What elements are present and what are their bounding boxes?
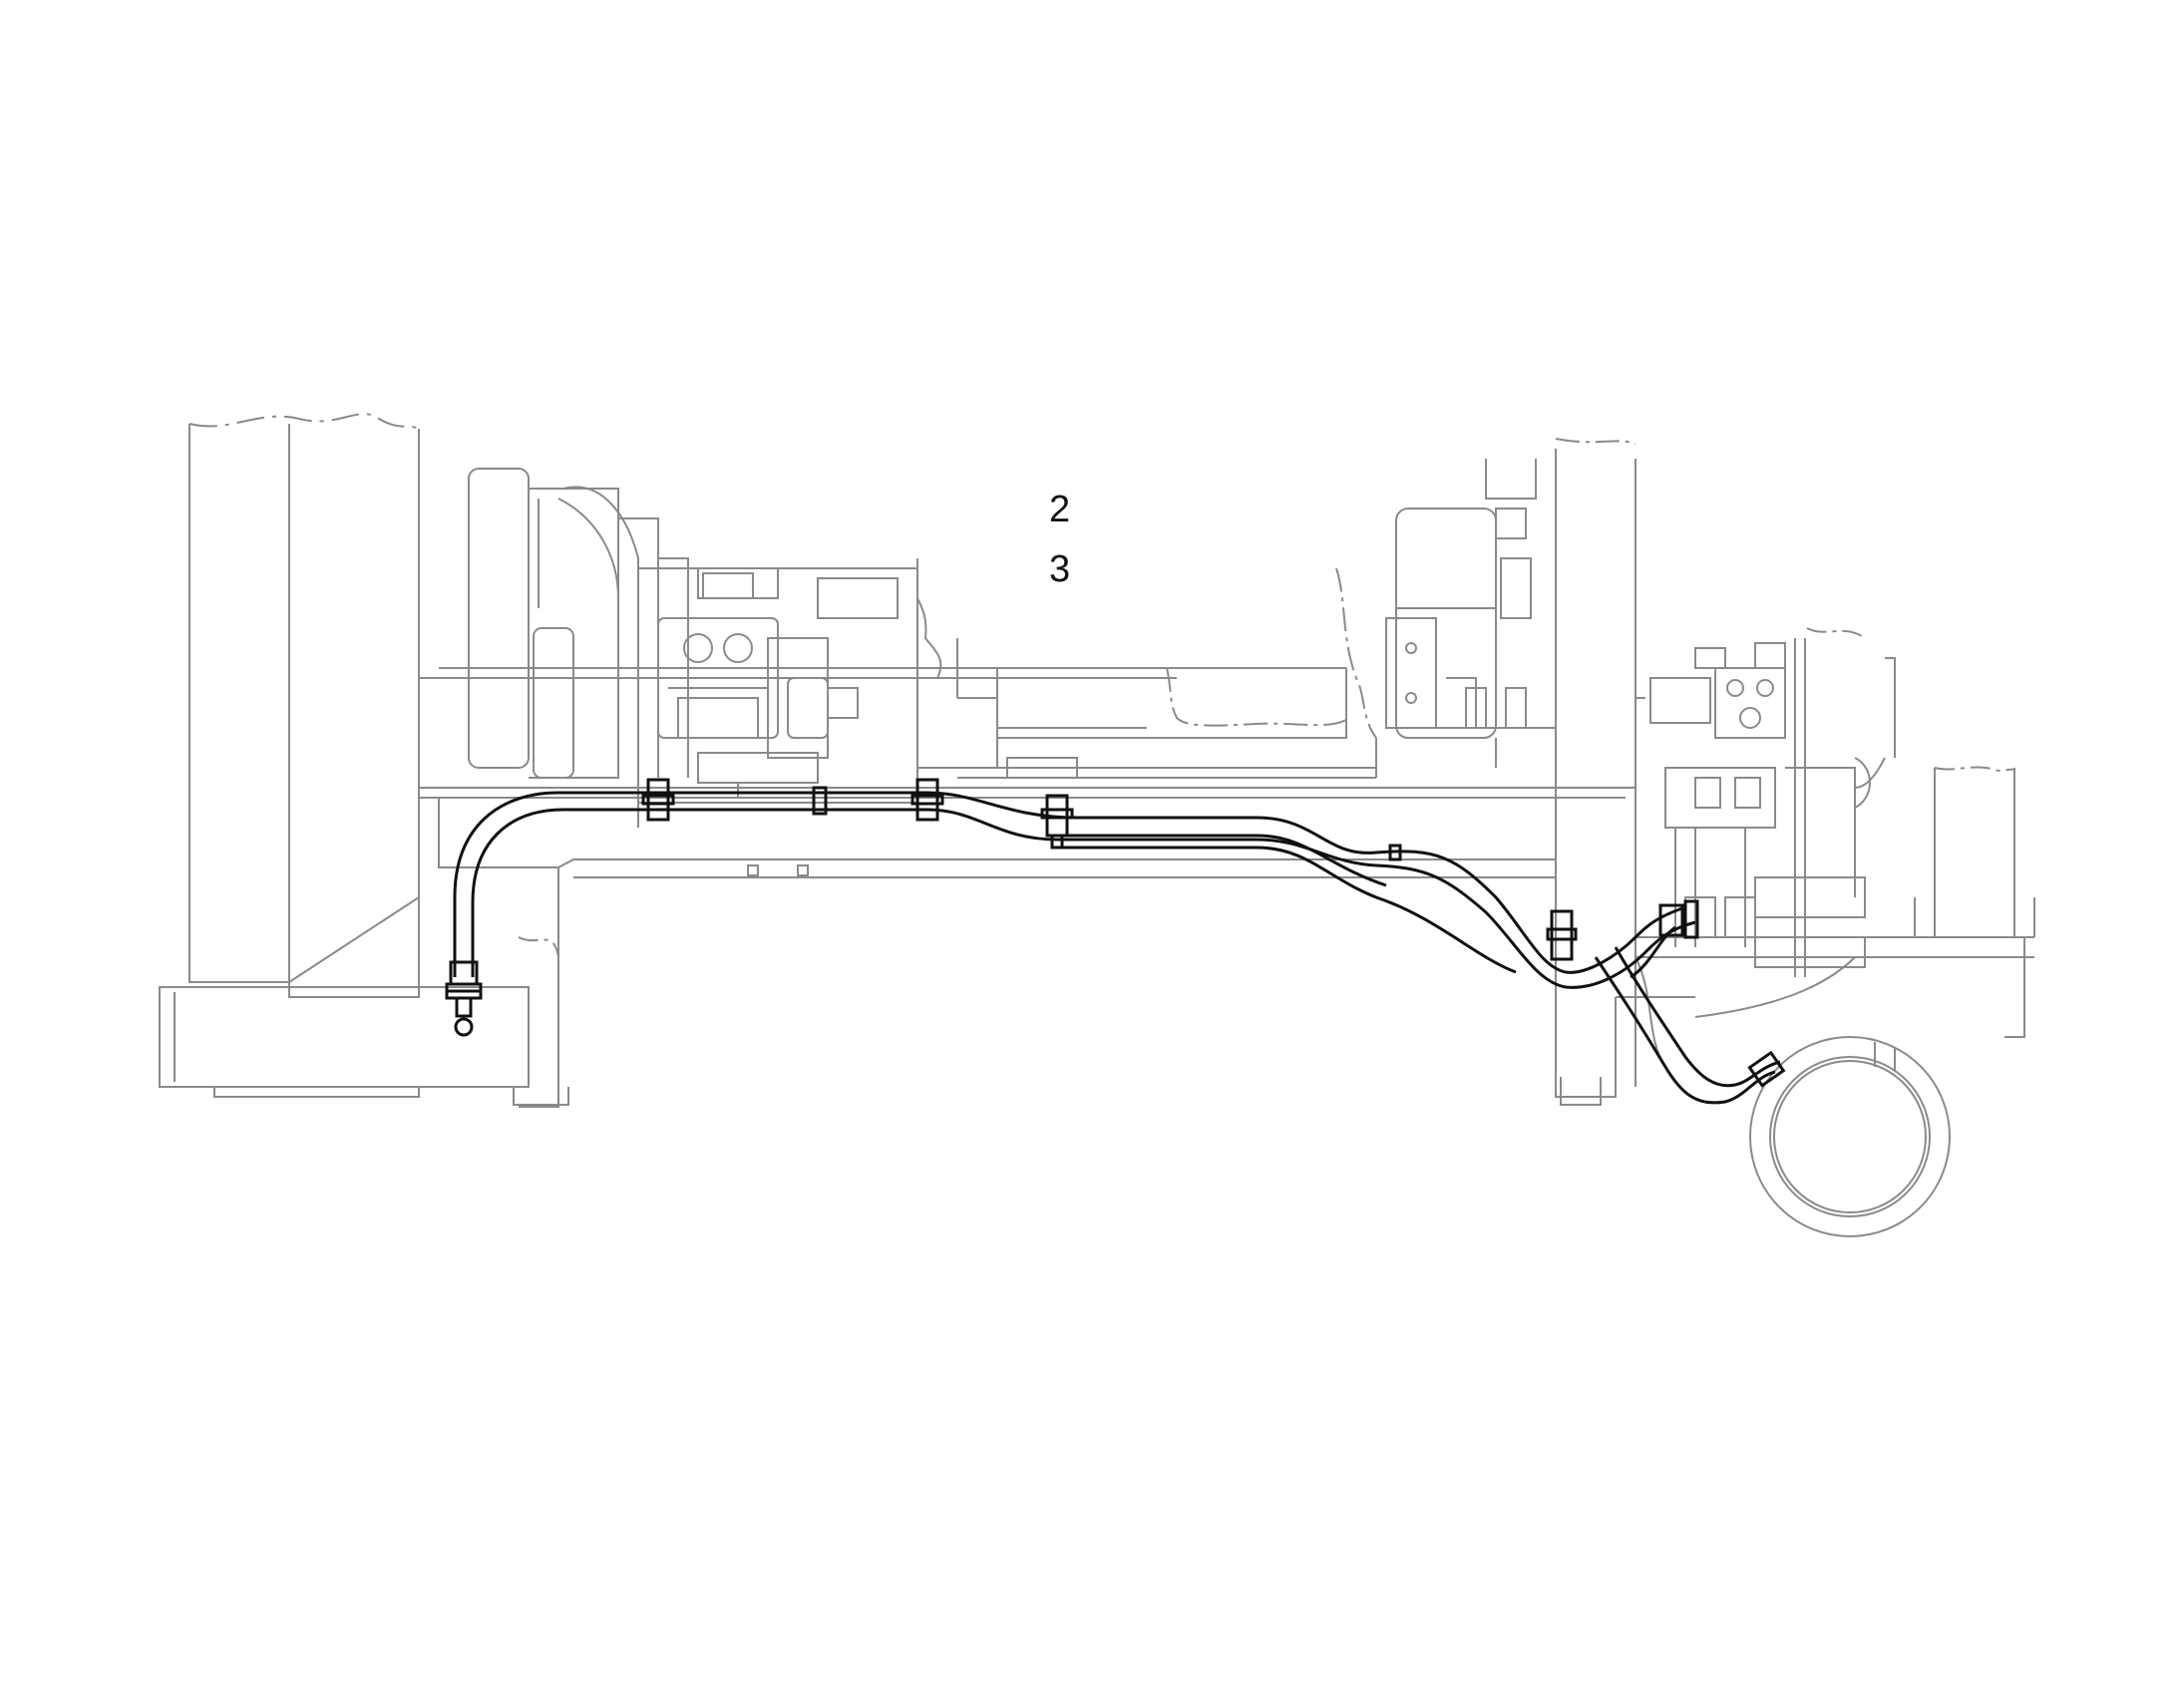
right-motor-housing bbox=[1385, 459, 1557, 768]
hose-to-reel bbox=[1594, 956, 1776, 1105]
right-valve-stack bbox=[1635, 627, 1896, 977]
left-radiator-block bbox=[159, 413, 569, 1106]
left-coupler bbox=[445, 960, 483, 1037]
left-engine-assembly bbox=[468, 468, 689, 779]
callout-2: 2 bbox=[1049, 489, 1071, 530]
hose-to-reel-inner bbox=[1614, 946, 1781, 1088]
main-beam bbox=[419, 787, 1635, 1108]
hose-lower-parallel bbox=[1057, 834, 1387, 887]
chassis-context bbox=[159, 413, 2035, 1237]
hose-lines bbox=[445, 778, 1786, 1105]
hose-clamps bbox=[641, 778, 1786, 1088]
callout-3: 3 bbox=[1049, 548, 1071, 590]
hose-lower bbox=[1057, 846, 1517, 974]
hose-outer bbox=[453, 791, 1686, 977]
hose-reel bbox=[1749, 1036, 1951, 1237]
left-pump-assembly bbox=[637, 567, 918, 804]
center-frame bbox=[419, 558, 1377, 779]
